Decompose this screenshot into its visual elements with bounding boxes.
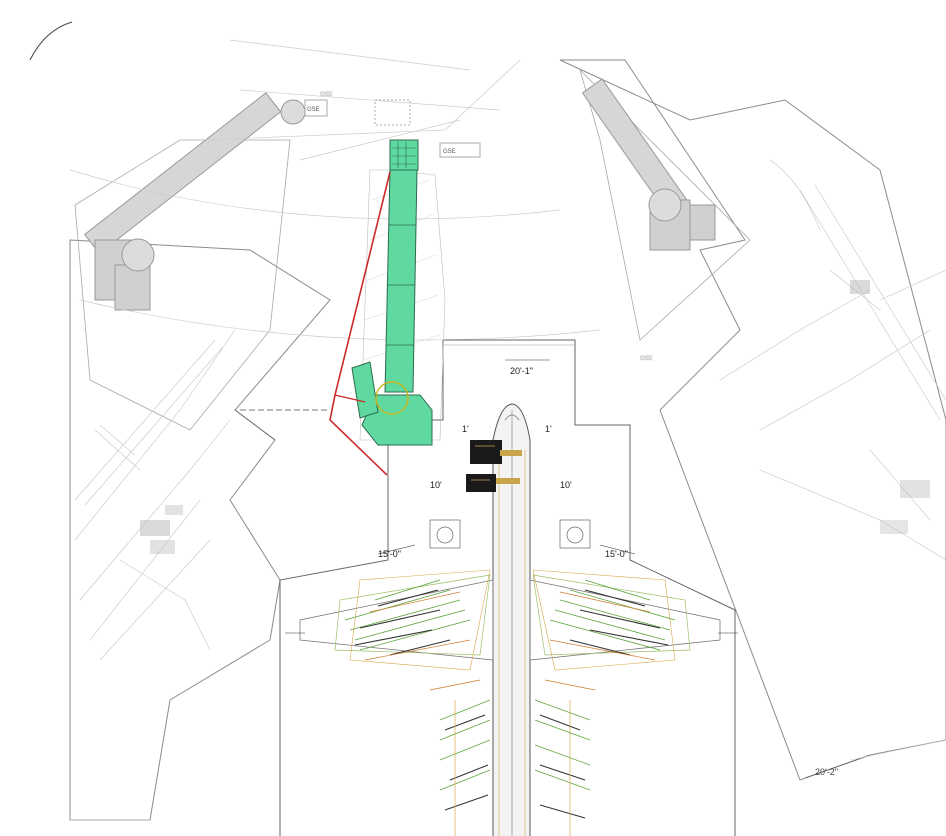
sheet-faint-borders: GSE GSE bbox=[70, 92, 946, 821]
gate-width-dimension: 20'-1" bbox=[510, 366, 533, 376]
right-jet-bridge bbox=[581, 78, 716, 251]
right-faded-detail bbox=[850, 280, 930, 534]
left-stand-group bbox=[69, 92, 331, 821]
right-stand-outline bbox=[559, 59, 946, 781]
aircraft-rear-detail bbox=[429, 679, 596, 836]
aircraft-right-wing bbox=[529, 519, 738, 671]
bridge-tunnel-joints bbox=[386, 224, 416, 346]
right-stand-outline-2 bbox=[579, 68, 751, 341]
bridge-wheel-circle bbox=[375, 381, 409, 415]
right-lane-dim-line bbox=[804, 754, 871, 779]
bridge-drive-unit bbox=[351, 361, 379, 419]
right-lane-dimension: 20'-2" bbox=[815, 767, 838, 777]
apron-guide-arcs bbox=[69, 39, 601, 341]
right-faded-aircraft bbox=[719, 159, 946, 561]
main-aircraft bbox=[285, 403, 738, 836]
right-side-dimension: 10' bbox=[560, 480, 572, 490]
aircraft-left-wing bbox=[285, 519, 494, 671]
main-stand-outline bbox=[234, 339, 736, 836]
gse-tag-4: GSE bbox=[640, 356, 653, 362]
active-jet-bridge bbox=[329, 139, 446, 476]
nose-right-dimension: 1' bbox=[545, 424, 552, 434]
left-wing-clearance: 15'-0" bbox=[378, 549, 401, 559]
square-rotunda-icon bbox=[392, 142, 416, 168]
left-side-dimension: 10' bbox=[430, 480, 442, 490]
service-unit-lower bbox=[466, 474, 496, 492]
left-faded-detail bbox=[140, 505, 183, 554]
bridge-tunnel bbox=[384, 169, 418, 393]
gse-tag-2: GSE bbox=[307, 107, 320, 113]
left-faded-aircraft bbox=[74, 329, 236, 661]
equipment-boxes-icon bbox=[466, 440, 522, 492]
corner-arc bbox=[29, 21, 73, 61]
top-service-tags: GSE GSE bbox=[304, 99, 481, 158]
bridge-clearance-tick bbox=[334, 394, 366, 403]
right-stand-group: 20'-2" bbox=[559, 59, 946, 781]
aircraft-nose bbox=[504, 414, 520, 421]
service-unit-upper bbox=[470, 440, 502, 464]
left-jet-bridge bbox=[83, 92, 306, 311]
bridge-clearance-line bbox=[329, 171, 391, 476]
gse-tag-3: GSE bbox=[320, 92, 333, 98]
main-stand-dimensions: 20'-1" 1' 1' 10' 10' 15'-0" 15'-0" bbox=[377, 359, 636, 559]
bridge-swing-zone bbox=[359, 169, 446, 441]
aircraft-fuselage bbox=[492, 403, 531, 836]
bridge-rotunda bbox=[389, 139, 419, 171]
left-stand-outline bbox=[69, 239, 331, 821]
right-wing-clearance: 15'-0" bbox=[605, 549, 628, 559]
nose-left-dimension: 1' bbox=[462, 424, 469, 434]
gse-tag-1: GSE bbox=[443, 149, 456, 155]
left-stand-outline-2 bbox=[74, 139, 291, 431]
